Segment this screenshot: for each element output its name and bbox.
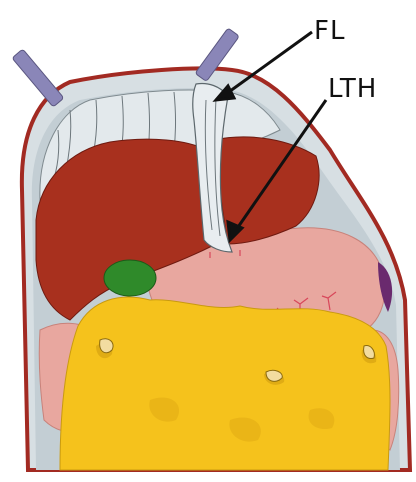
- label-fl: FL: [314, 16, 345, 46]
- trocar-left: [12, 49, 64, 107]
- gallbladder: [104, 260, 156, 296]
- label-lth: LTH: [328, 74, 377, 104]
- greater-omentum: [60, 297, 390, 470]
